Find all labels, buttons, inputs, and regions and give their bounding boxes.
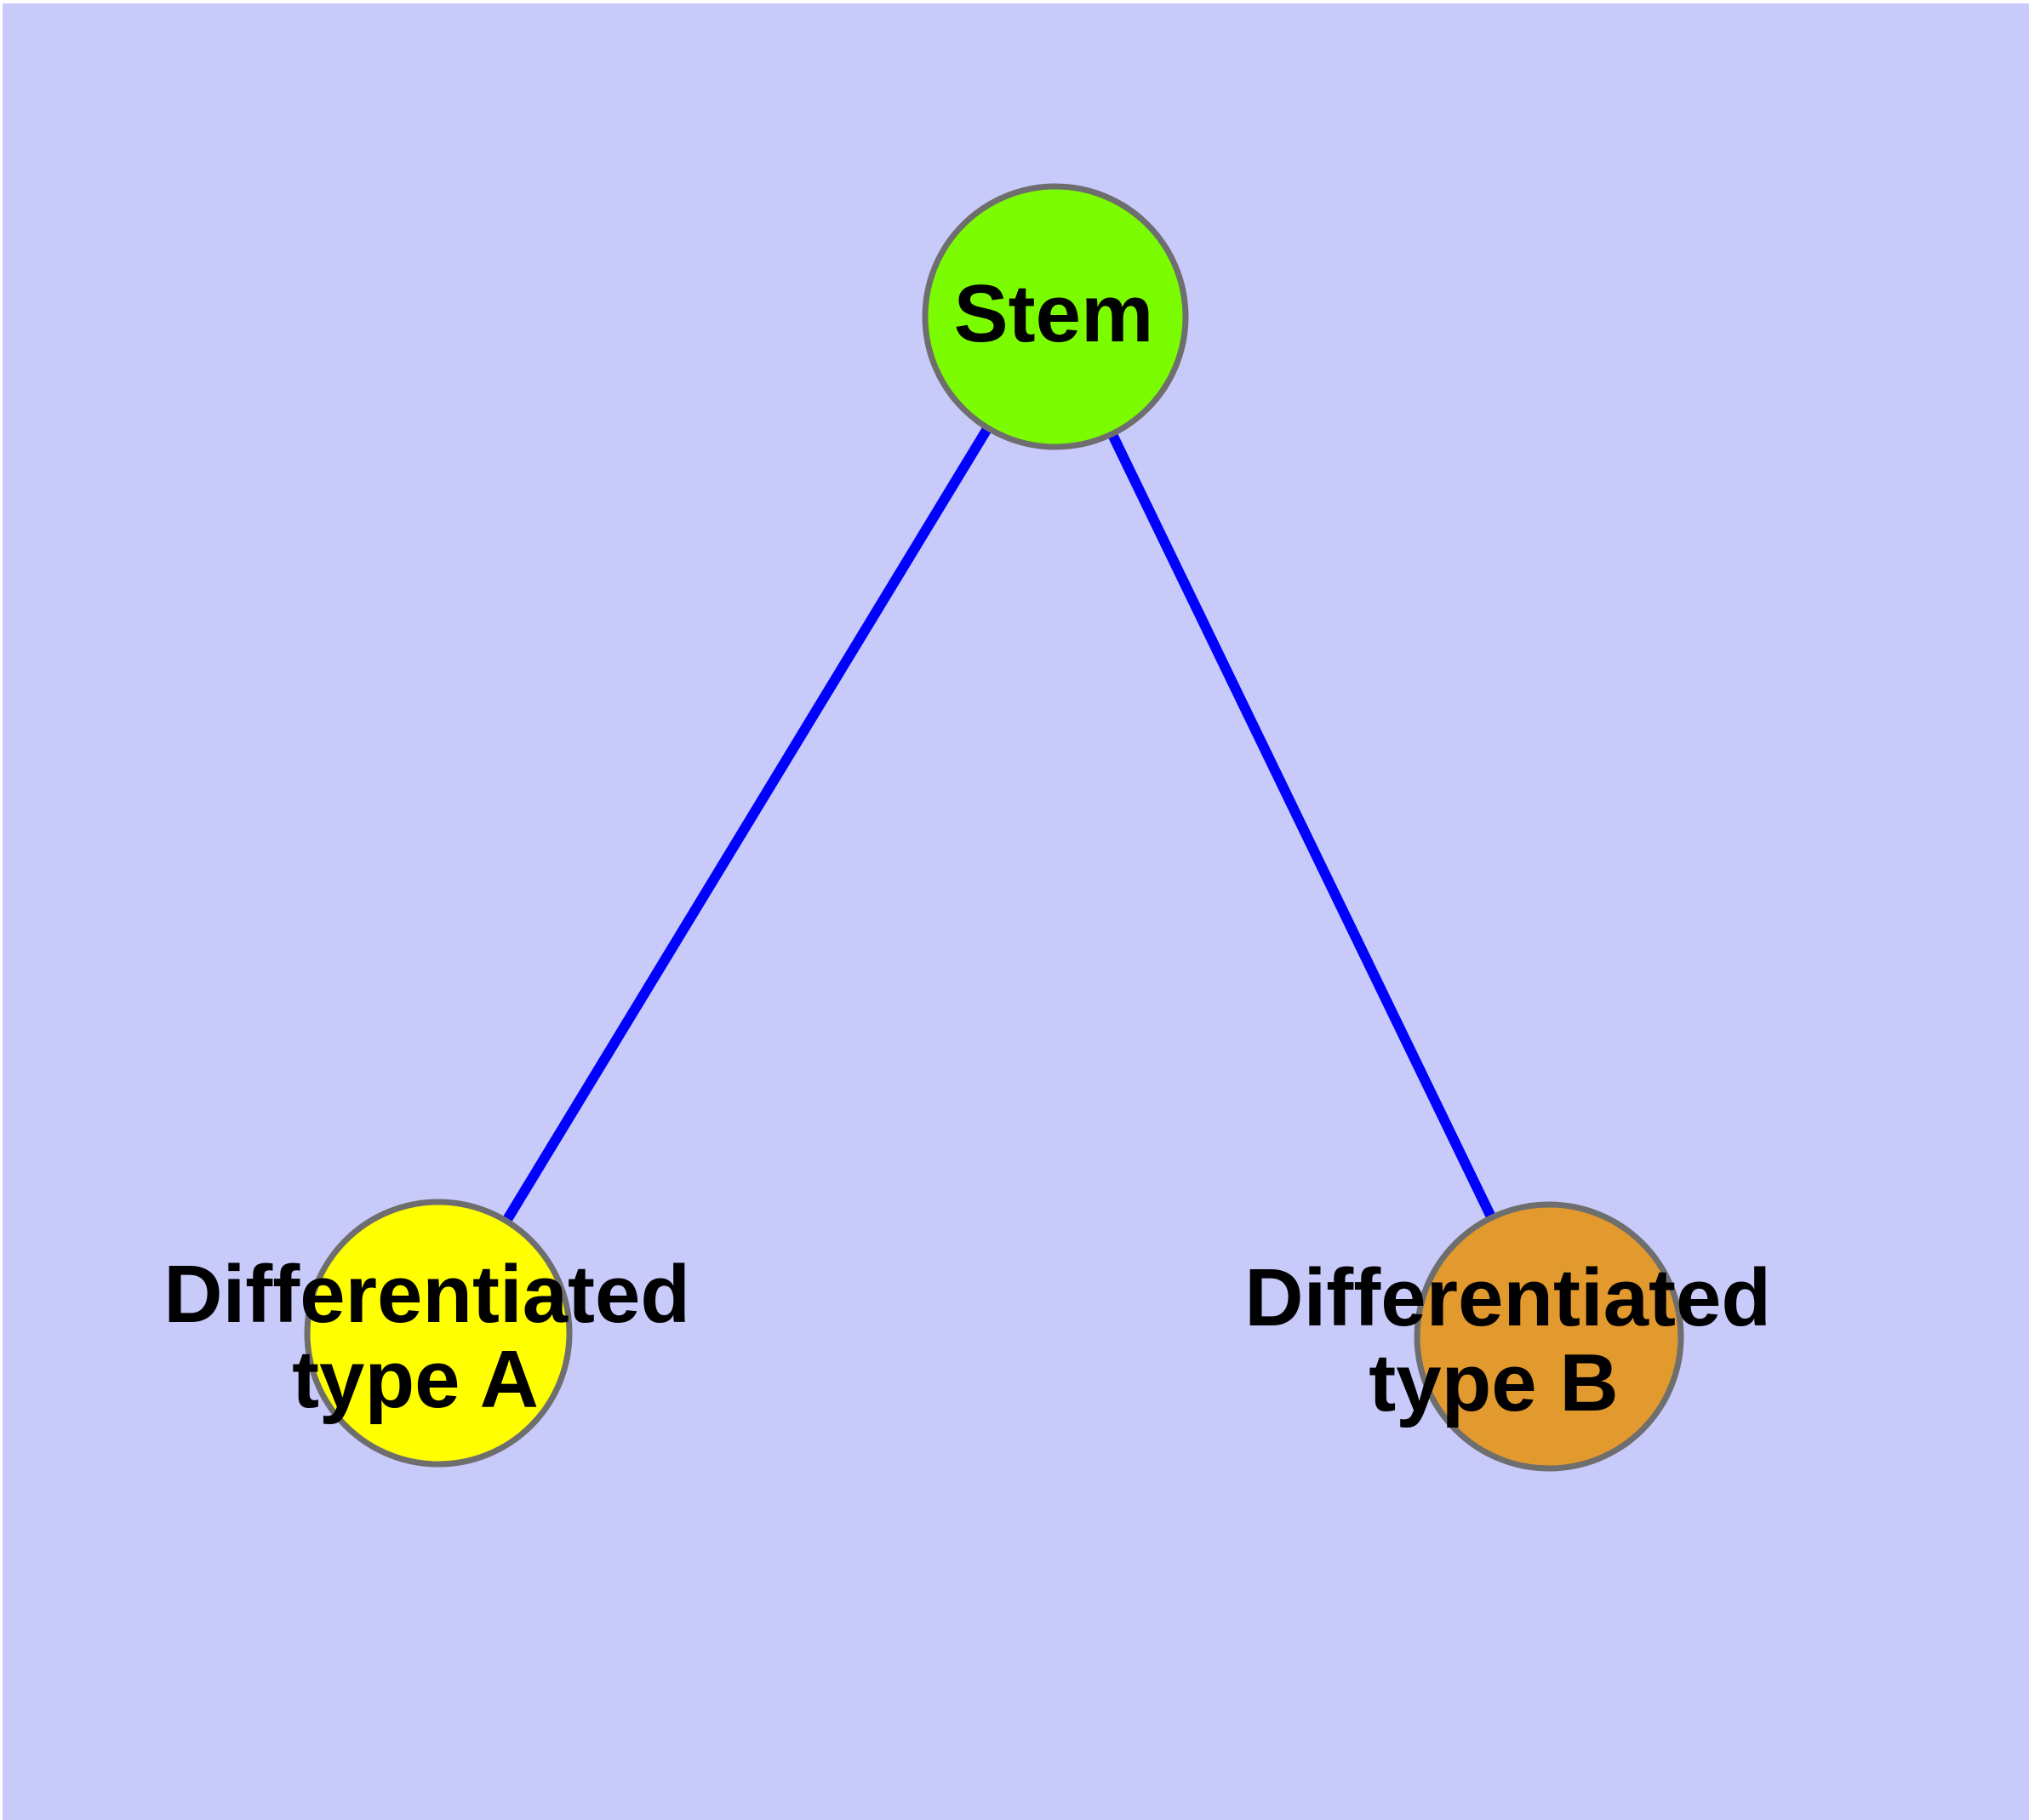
- edge-stem-to-differentiated-type-a[interactable]: [433, 313, 1060, 1336]
- node-label-line-1: Differentiated: [1244, 1252, 1771, 1343]
- node-label-differentiated-type-b: Differentiated type B: [1244, 1252, 1793, 1428]
- node-label-line-1: Differentiated: [163, 1249, 690, 1340]
- edge-layer: [433, 313, 1554, 1339]
- node-stem[interactable]: Stem: [922, 183, 1189, 450]
- node-circle-differentiated-type-b[interactable]: [1414, 1201, 1684, 1472]
- node-label-line-2: type B: [1369, 1337, 1618, 1428]
- node-circle-differentiated-type-a[interactable]: [304, 1199, 573, 1468]
- node-circle-stem[interactable]: [922, 183, 1189, 450]
- node-differentiated-type-a[interactable]: Differentiated type A: [163, 1199, 712, 1468]
- node-label-line-2: type A: [292, 1334, 539, 1425]
- edge-stem-to-differentiated-type-b[interactable]: [1050, 314, 1554, 1339]
- node-differentiated-type-b[interactable]: Differentiated type B: [1244, 1201, 1793, 1472]
- node-layer: Differentiated type A Differentiated typ…: [163, 183, 1793, 1472]
- node-label-line-1: Stem: [954, 268, 1154, 359]
- node-label-differentiated-type-a: Differentiated type A: [163, 1249, 712, 1425]
- node-label-stem: Stem: [954, 268, 1154, 359]
